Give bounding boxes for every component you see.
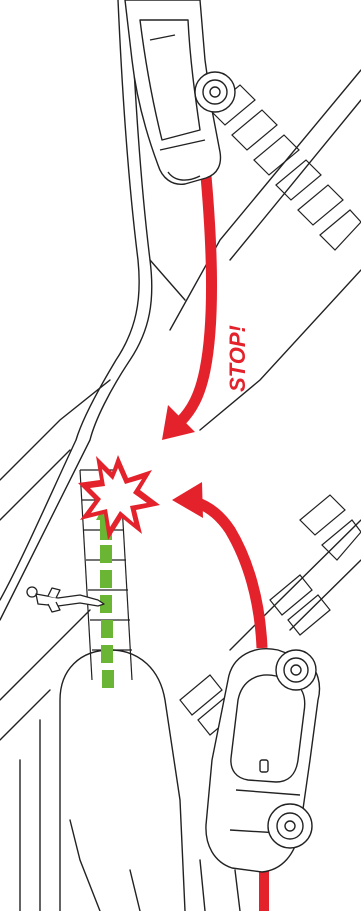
pedestrian-icon [27,587,104,612]
car-top-icon [125,0,235,184]
danger-arrow-top [162,165,211,440]
stop-warning-text: STOP! [225,325,250,392]
collision-burst-icon [78,455,160,540]
car-bottom-icon [206,649,320,872]
